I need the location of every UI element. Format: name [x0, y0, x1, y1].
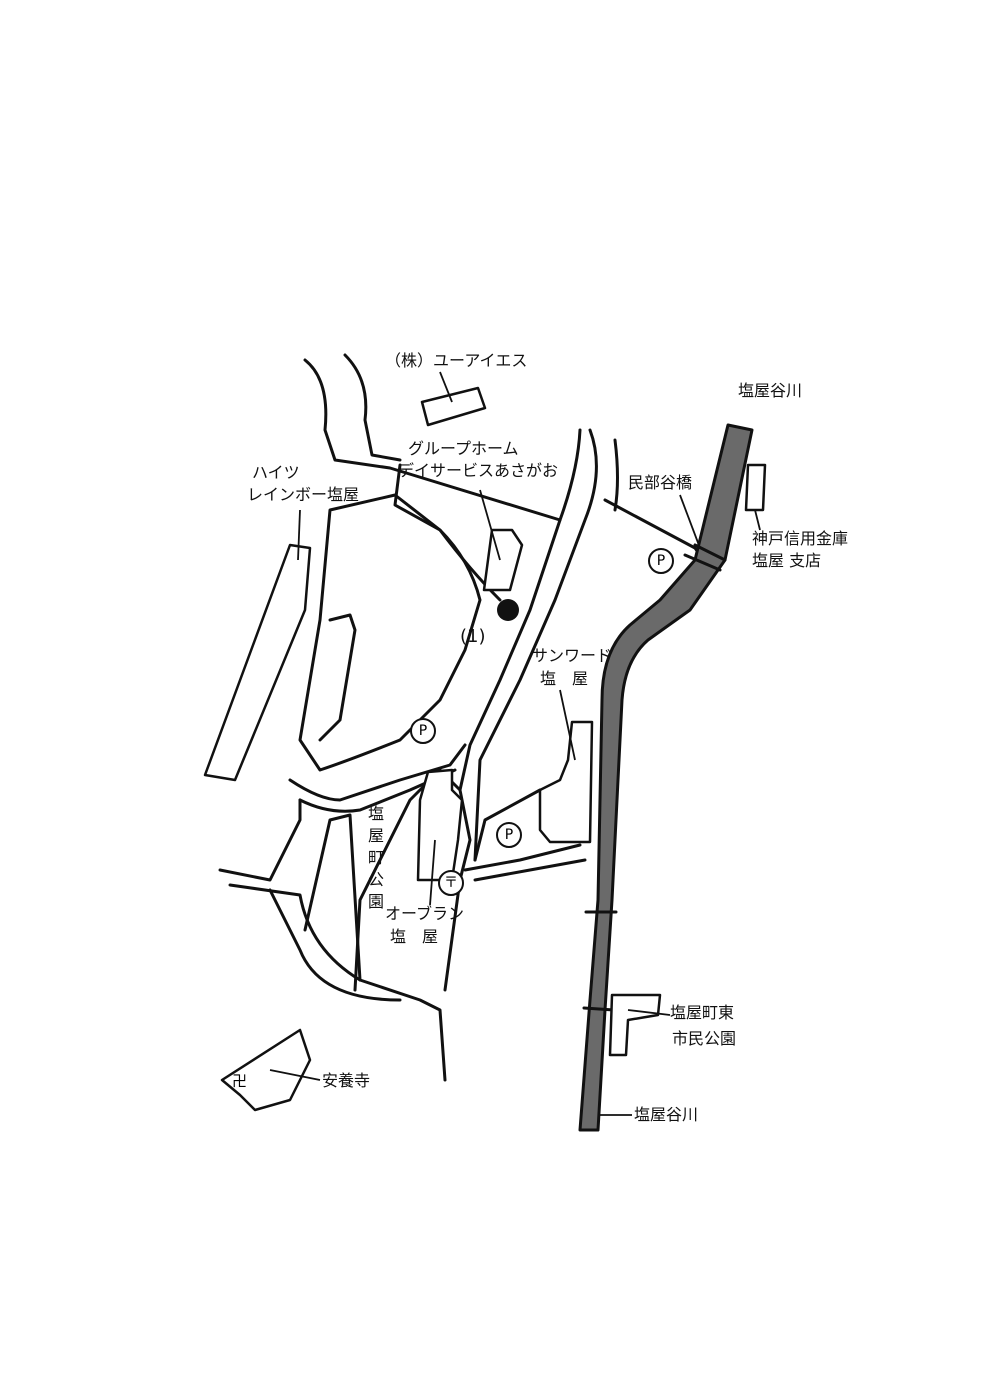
parking-icon: P [648, 548, 674, 574]
kobe-shinkin-building [744, 463, 767, 512]
road-main-diagonal-right [473, 428, 598, 862]
label-grouphome-1: グループホーム [408, 439, 519, 458]
leader-haitsu [297, 509, 301, 561]
leader-grouphome [479, 489, 501, 561]
anyoji-temple-building [220, 1028, 312, 1112]
road-centre-curve [288, 743, 467, 802]
label-sunward-2: 塩 屋 [540, 669, 589, 688]
bridge-minbu-top [683, 553, 722, 572]
label-river-bottom: 塩屋谷川 [634, 1105, 699, 1124]
road-lower-river-2 [473, 858, 587, 882]
label-ogran-2: 塩 屋 [390, 927, 439, 946]
bridge-south-2 [582, 1006, 616, 1012]
leader-uais [439, 371, 453, 403]
sunward-parking-lines [473, 788, 542, 862]
label-east-park-2: 市民公園 [672, 1029, 737, 1048]
road-lower-left-2 [228, 883, 447, 1082]
road-left-block [298, 493, 482, 772]
shioya-river [578, 423, 754, 1132]
label-anyoji: 安養寺 [322, 1071, 371, 1090]
road-lower-left-3 [268, 888, 402, 1002]
road-lower-left [218, 798, 302, 882]
leader-east-park [627, 1009, 671, 1016]
label-route: (1) [460, 626, 486, 647]
uais-building [420, 386, 487, 427]
label-minbu-bridge: 民部谷橋 [628, 473, 693, 492]
road-lower-left-4 [303, 813, 362, 982]
road-main-diagonal-left [458, 428, 582, 792]
label-east-park-1: 塩屋町東 [670, 1003, 735, 1022]
label-sunward-1: サンワード [532, 646, 613, 665]
label-ogran-1: オーブラン [385, 904, 465, 923]
shioya-east-park-outline [608, 993, 662, 1057]
label-shinkin-2: 塩屋 支店 [752, 551, 822, 570]
label-uais: （株）ユーアイエス [385, 351, 528, 370]
sunward-shioya-building [538, 720, 594, 844]
label-grouphome-2: デイサービスあさがお [398, 461, 559, 480]
parking-icon: P [496, 822, 522, 848]
leader-sunward [559, 689, 576, 761]
label-haitsu-1: ハイツ [252, 463, 300, 482]
temple-icon: 卍 [232, 1072, 248, 1090]
road-top-left-inner [343, 353, 402, 462]
road-left-inner [318, 613, 357, 742]
post-office-icon: 〒 [438, 870, 464, 896]
road-centre-curve-lower [298, 768, 457, 813]
road-right-upper-2 [613, 438, 619, 512]
road-lower-river [463, 843, 582, 872]
leader-minbu [679, 494, 701, 549]
grouphome-asagao-building [482, 528, 524, 592]
road-top-left [303, 358, 562, 522]
location-marker[interactable] [497, 599, 519, 621]
label-park-shioya: 塩屋町公園 [365, 805, 384, 915]
label-haitsu-2: レインボー塩屋 [247, 485, 360, 504]
label-shinkin-1: 神戸信用金庫 [752, 529, 849, 548]
label-river-top: 塩屋谷川 [738, 381, 803, 400]
leader-shinkin [754, 509, 761, 531]
parking-icon: P [410, 718, 436, 744]
leader-anyoji [269, 1069, 321, 1081]
leader-ogran [429, 839, 436, 906]
haitsu-rainbow-building [203, 543, 312, 782]
ogran-shioya-building [416, 768, 464, 882]
